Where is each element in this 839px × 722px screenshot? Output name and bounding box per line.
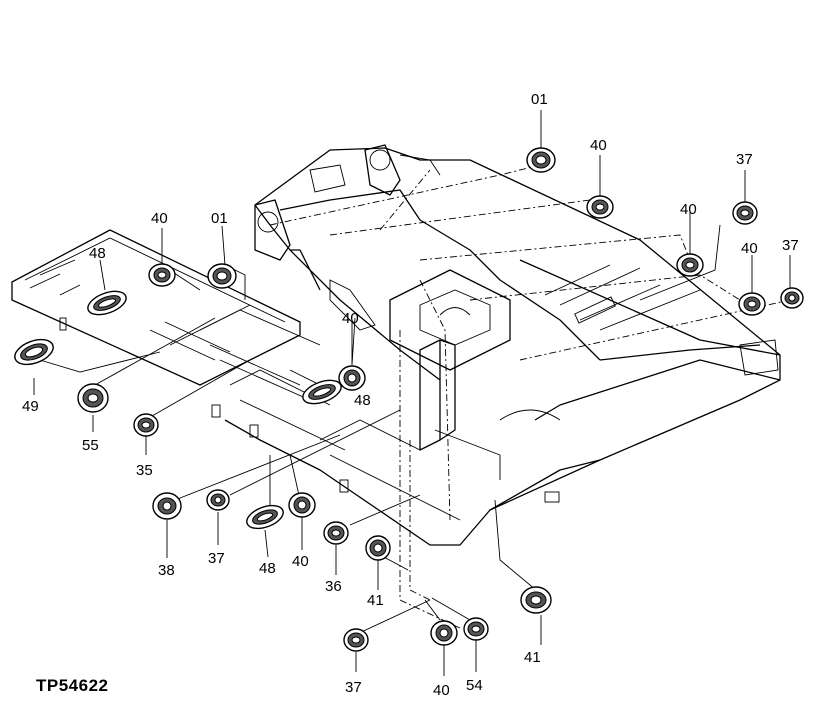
callout-37-bottom-left: 37 — [208, 550, 225, 567]
frame-drawing — [11, 144, 791, 629]
callout-40-top: 40 — [590, 137, 607, 154]
callout-55: 55 — [82, 437, 99, 454]
callout-40-bottom: 40 — [433, 682, 450, 699]
drawing-code: TP54622 — [36, 676, 109, 695]
grommet-55 — [77, 383, 109, 413]
callout-36: 36 — [325, 578, 342, 595]
callout-40-right: 40 — [741, 240, 758, 257]
grommet-37-right — [732, 201, 758, 225]
callout-35: 35 — [136, 462, 153, 479]
callout-41-center: 41 — [367, 592, 384, 609]
callout-40-left: 40 — [151, 210, 168, 227]
grommet-40-right — [738, 292, 766, 316]
callout-49: 49 — [22, 398, 39, 415]
grommet-01-top — [526, 147, 556, 173]
callout-48-left: 48 — [89, 245, 106, 262]
callout-37-right: 37 — [736, 151, 753, 168]
callout-38: 38 — [158, 562, 175, 579]
grommet-38 — [152, 492, 182, 520]
grommet-48-oval-a — [87, 290, 127, 316]
callout-37-bottom: 37 — [345, 679, 362, 696]
grommet-37-far — [780, 287, 804, 309]
callout-40-mid: 40 — [680, 201, 697, 218]
grommet-01-left — [207, 263, 237, 289]
grommet-40-mid — [676, 253, 704, 277]
grommet-41-center — [365, 535, 391, 561]
callout-labels: 01 40 37 40 40 37 40 01 48 40 48 49 55 3… — [22, 91, 799, 699]
callout-37-far: 37 — [782, 237, 799, 254]
grommet-40-bottom-left — [288, 492, 316, 518]
grommet-40-center — [338, 365, 366, 391]
grommet-40-top — [586, 195, 614, 219]
callout-40-bottom-left: 40 — [292, 553, 309, 570]
grommet-37-bottom-left — [206, 489, 230, 511]
callout-48-bottom: 48 — [259, 560, 276, 577]
grommet-36 — [323, 521, 349, 545]
grommet-54 — [463, 617, 489, 641]
grommet-40-bottom — [430, 620, 458, 646]
callout-48-center: 48 — [354, 392, 371, 409]
grommet-41-right — [520, 586, 552, 614]
callout-40-center: 40 — [342, 310, 359, 327]
callout-54: 54 — [466, 677, 483, 694]
grommet-40-left — [148, 263, 176, 287]
grommet-parts — [14, 147, 804, 652]
grommet-49-oval — [14, 338, 54, 366]
grommet-48-oval-c — [246, 504, 284, 530]
grommet-48-oval-b — [302, 379, 342, 405]
grommet-37-bottom — [343, 628, 369, 652]
callout-01-left: 01 — [211, 210, 228, 227]
grommet-35 — [133, 413, 159, 437]
callout-41-right: 41 — [524, 649, 541, 666]
callout-01-top: 01 — [531, 91, 548, 108]
